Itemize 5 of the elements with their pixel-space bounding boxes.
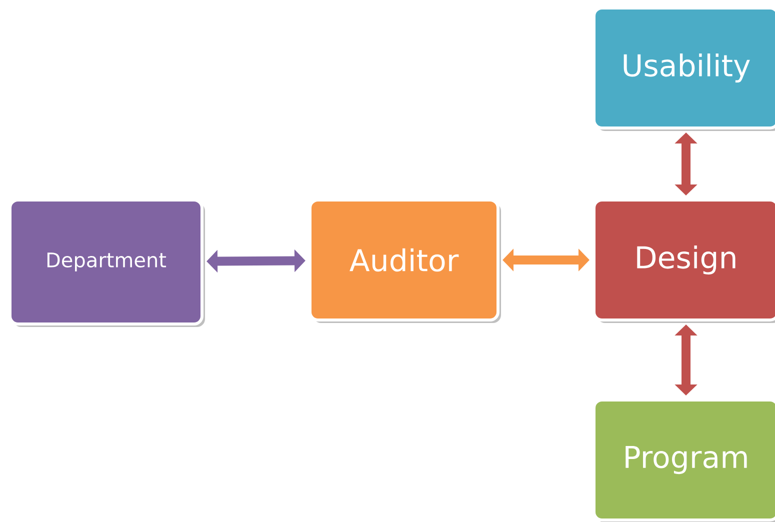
process-box: Usability [592, 6, 775, 130]
process-box: Program [592, 398, 775, 522]
process-box: Auditor [308, 198, 500, 322]
process-box: Design [592, 198, 775, 322]
process-box: Department [8, 198, 204, 326]
